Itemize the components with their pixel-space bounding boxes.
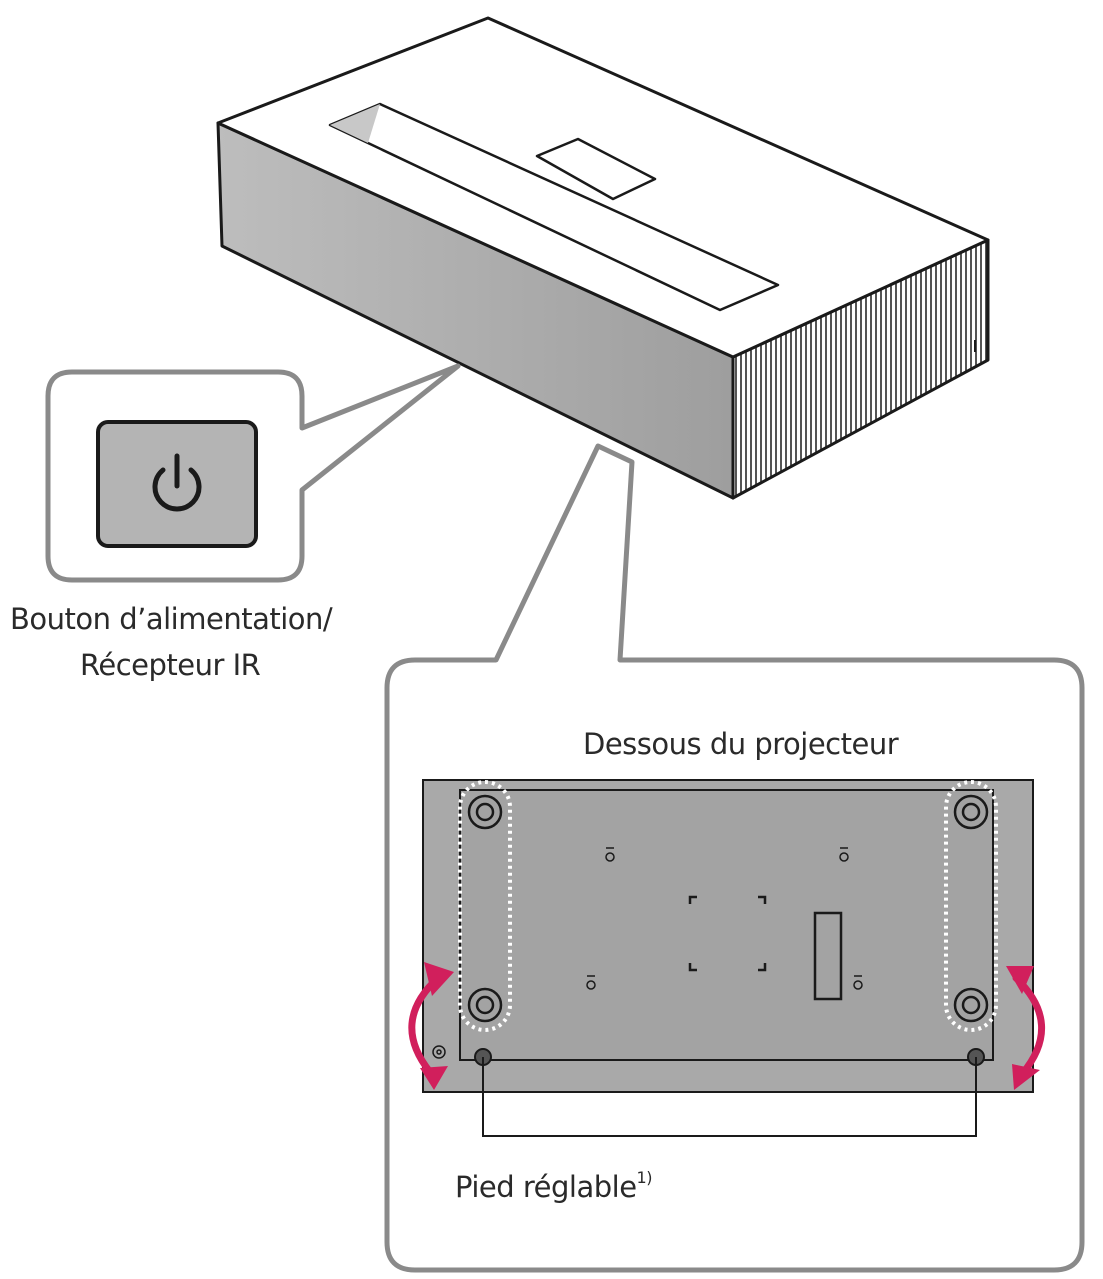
mount-marks: [688, 895, 767, 972]
rubber-foot: [467, 987, 503, 1023]
adjustable-foot-footnote: 1): [636, 1168, 653, 1187]
rotate-arrow-icon: [1006, 966, 1046, 1090]
screw-hole: [586, 975, 596, 990]
underside-inner-plate: [459, 789, 994, 1061]
foot-leader-line: [482, 1057, 977, 1137]
projector-top-sensor: [535, 137, 657, 201]
rubber-foot: [953, 987, 989, 1023]
screw-hole: [839, 847, 849, 862]
rotate-arrow-icon: [408, 962, 454, 1090]
underside-title: Dessous du projecteur: [583, 727, 899, 761]
projector-underside: [422, 779, 1034, 1093]
power-icon: [152, 453, 202, 512]
foot-zone-left: [458, 780, 512, 1032]
projector-lens-shade: [330, 104, 380, 143]
underside-label-slot: [813, 911, 843, 1001]
power-receiver-label-line1: Bouton d’alimentation/: [10, 602, 333, 636]
foot-zone-right: [944, 780, 998, 1032]
rubber-foot: [467, 794, 503, 830]
projector-body: [216, 16, 990, 500]
screw-hole: [605, 847, 615, 862]
corner-screw: [432, 1045, 446, 1059]
rubber-foot: [953, 794, 989, 830]
screw-hole: [853, 975, 863, 990]
power-receiver-label-line2: Récepteur IR: [80, 648, 261, 682]
adjustable-foot-text: Pied réglable: [455, 1170, 637, 1204]
adjustable-foot-label: Pied réglable1): [455, 1168, 652, 1204]
